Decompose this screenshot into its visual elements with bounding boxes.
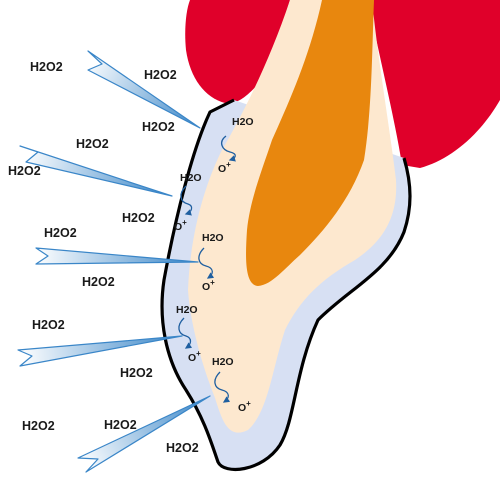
h2o-label: H2O xyxy=(176,304,198,316)
light-ray-icon xyxy=(77,395,211,473)
oxygen-label: O+ xyxy=(238,399,251,414)
h2o2-label: H2O2 xyxy=(44,226,77,240)
h2o2-label: H2O2 xyxy=(144,68,177,82)
light-ray-icon xyxy=(17,335,183,367)
h2o2-label: H2O2 xyxy=(120,366,153,380)
h2o2-label: H2O2 xyxy=(142,120,175,134)
h2o2-label: H2O2 xyxy=(76,137,109,151)
light-ray-icon xyxy=(35,247,199,265)
light-ray-icon xyxy=(87,50,201,129)
reaction-labels: H2O O+ H2O O+ H2O O+ H2O O+ H2O O+ xyxy=(174,116,254,414)
reaction-arrow-icon xyxy=(220,135,236,162)
reaction-arrow-icon xyxy=(214,371,231,403)
h2o2-label: H2O2 xyxy=(122,211,155,225)
gum-left xyxy=(185,0,290,104)
oxygen-label: O+ xyxy=(188,349,201,364)
h2o-label: H2O xyxy=(180,172,202,184)
light-ray-icon xyxy=(19,145,173,197)
h2o2-label: H2O2 xyxy=(32,318,65,332)
h2o2-label: H2O2 xyxy=(82,275,115,289)
h2o2-label: H2O2 xyxy=(8,164,41,178)
h2o-label: H2O xyxy=(232,116,254,128)
oxygen-label: O+ xyxy=(202,278,215,293)
oxygen-label: O+ xyxy=(218,160,231,175)
oxygen-label: O+ xyxy=(174,218,187,233)
h2o-label: H2O xyxy=(212,356,234,368)
h2o2-label: H2O2 xyxy=(166,441,199,455)
reaction-arrow-icon xyxy=(178,317,193,349)
h2o2-label: H2O2 xyxy=(30,60,63,74)
peroxide-labels: H2O2 H2O2 H2O2 H2O2 H2O2 H2O2 H2O2 H2O2 … xyxy=(8,60,199,455)
h2o2-label: H2O2 xyxy=(104,418,137,432)
h2o-label: H2O xyxy=(202,232,224,244)
reaction-arrow-icon xyxy=(180,185,193,216)
tooth-pulp xyxy=(246,0,374,286)
h2o2-label: H2O2 xyxy=(22,419,55,433)
gum-right xyxy=(368,0,500,168)
reaction-arrow-icon xyxy=(198,247,215,279)
